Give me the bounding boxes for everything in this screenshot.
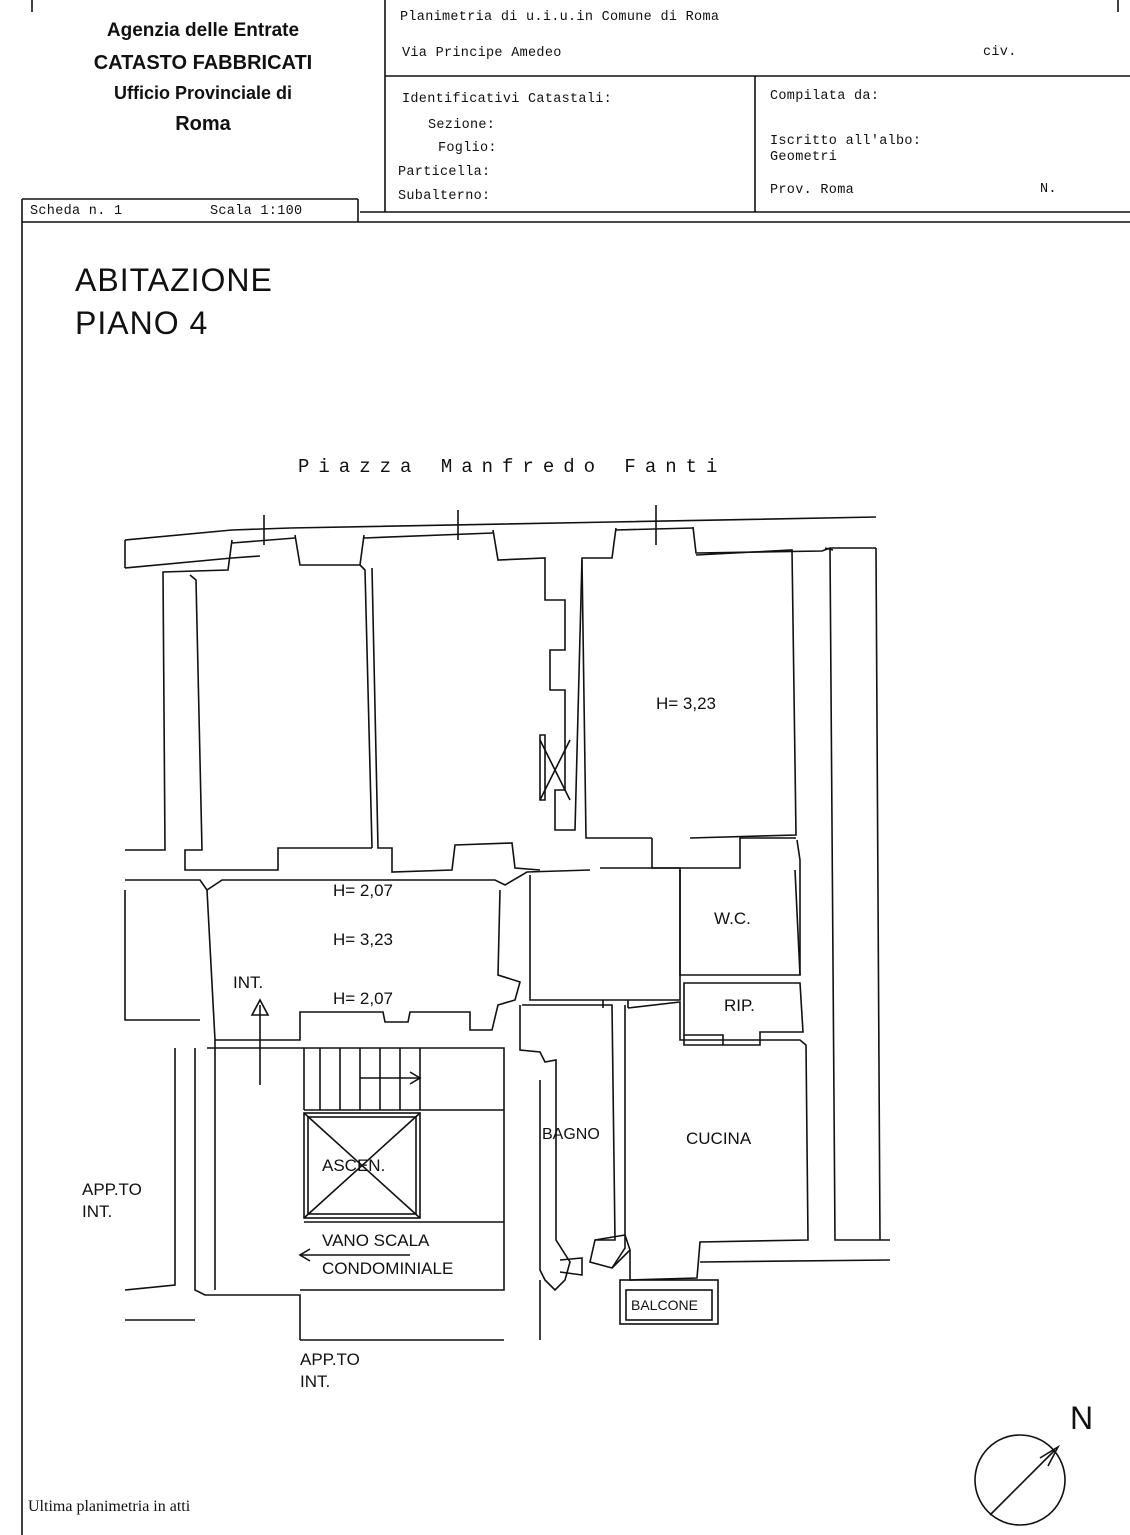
balcone-label: BALCONE <box>631 1297 698 1313</box>
identificativi-label: Identificativi Catastali: <box>402 92 613 107</box>
compilata-label: Compilata da: <box>770 89 880 104</box>
catasto-title: CATASTO FABBRICATI <box>93 52 313 74</box>
scale-label: Scala 1:100 <box>210 204 303 219</box>
street-name: Piazza Manfredo Fanti <box>298 456 727 478</box>
albo-value: Geometri <box>770 150 838 165</box>
footer-note: Ultima planimetria in atti <box>28 1498 191 1515</box>
room-height-label: H= 3,23 <box>656 694 717 713</box>
stairwell-label-line2: CONDOMINIALE <box>322 1259 454 1278</box>
drawing-title-line1: ABITAZIONE <box>75 262 273 298</box>
civ-label: civ. <box>983 45 1017 60</box>
subalterno-label: Subalterno: <box>398 189 491 204</box>
entrance-label: INT. <box>233 973 264 992</box>
n-label: N. <box>1040 182 1057 197</box>
rip-label: RIP. <box>724 996 755 1015</box>
sezione-label: Sezione: <box>428 118 496 133</box>
address: Via Principe Amedeo <box>402 46 562 61</box>
prov-label: Prov. Roma <box>770 183 855 198</box>
foglio-label: Foglio: <box>438 141 497 156</box>
height-label-mid: H= 3,23 <box>333 930 394 949</box>
stairwell-label-line1: VANO SCALA <box>322 1231 430 1250</box>
bagno-label: BAGNO <box>542 1126 600 1143</box>
scheda-label: Scheda n. 1 <box>30 204 123 219</box>
planimetria-title: Planimetria di u.i.u.in Comune di Roma <box>400 10 720 25</box>
height-label-bottom: H= 2,07 <box>333 989 394 1008</box>
adjacent-apartment-bottom-line2: INT. <box>300 1372 331 1391</box>
drawing-title-line2: PIANO 4 <box>75 305 209 341</box>
cucina-label: CUCINA <box>686 1129 752 1148</box>
wc-label: W.C. <box>714 909 751 928</box>
adjacent-apartment-bottom-line1: APP.TO <box>300 1350 360 1369</box>
agency-name: Agenzia delle Entrate <box>106 20 300 41</box>
height-label-top: H= 2,07 <box>333 881 394 900</box>
elevator-label: ASCEN. <box>322 1156 386 1175</box>
ufficio-city: Roma <box>175 113 231 135</box>
north-label: N <box>1070 1400 1094 1436</box>
iscritto-label: Iscritto all'albo: <box>770 134 922 149</box>
adjacent-apartment-left-line2: INT. <box>82 1202 113 1221</box>
particella-label: Particella: <box>398 165 491 180</box>
adjacent-apartment-left-line1: APP.TO <box>82 1180 142 1199</box>
ufficio-label: Ufficio Provinciale di <box>113 83 293 103</box>
